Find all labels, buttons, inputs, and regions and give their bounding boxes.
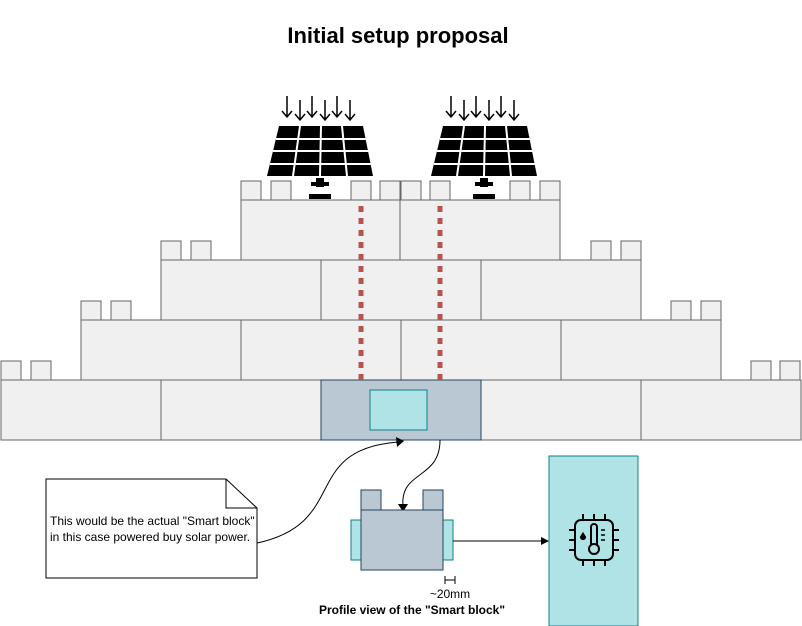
stud xyxy=(620,240,642,261)
stud xyxy=(270,180,292,201)
solar-wires xyxy=(358,206,443,380)
lego-block xyxy=(480,259,642,321)
stud xyxy=(350,180,372,201)
stud xyxy=(700,300,722,321)
note-line-2: in this case powered buy solar power. xyxy=(50,530,250,544)
profile-connector xyxy=(402,439,441,507)
solar-panel-icon xyxy=(267,125,373,199)
stud xyxy=(30,360,52,381)
solar-panel-right xyxy=(431,96,537,199)
lego-block xyxy=(480,379,642,441)
stud xyxy=(80,300,102,321)
solar-panel-icon xyxy=(431,125,537,199)
lego-block xyxy=(80,319,242,381)
temperature-sensor-chip-icon xyxy=(569,514,619,566)
lego-block xyxy=(0,379,162,441)
sunlight-arrows-icon xyxy=(281,96,356,122)
lego-block xyxy=(560,319,722,381)
lego-pyramid xyxy=(0,199,802,441)
profile-stud xyxy=(360,489,382,512)
stud xyxy=(190,240,212,261)
lego-block xyxy=(399,199,561,261)
sunlight-arrows-icon xyxy=(445,96,520,122)
lego-block xyxy=(160,379,322,441)
connector-arrowhead xyxy=(541,537,549,545)
lego-block xyxy=(640,379,802,441)
stud xyxy=(590,240,612,261)
stud xyxy=(240,180,262,201)
profile-caption: Profile view of the "Smart block" xyxy=(319,603,505,617)
smart-block-sensor xyxy=(369,389,428,431)
stud xyxy=(670,300,692,321)
lego-block xyxy=(240,199,401,261)
lego-block xyxy=(320,259,482,321)
profile-side-contact-right xyxy=(442,519,454,561)
connector-arrowhead xyxy=(398,504,408,512)
profile-stud xyxy=(422,489,444,512)
stud xyxy=(750,360,772,381)
lego-block xyxy=(240,319,402,381)
stud xyxy=(779,360,801,381)
note-line-1: This would be the actual "Smart block" xyxy=(50,514,255,528)
stud xyxy=(539,180,561,201)
explanation-note: This would be the actual "Smart block" i… xyxy=(45,478,258,579)
profile-body xyxy=(360,509,444,571)
dimension-marker xyxy=(444,576,456,584)
stud xyxy=(0,360,22,381)
lego-block xyxy=(400,319,562,381)
stud xyxy=(379,180,401,201)
dimension-label: ~20mm xyxy=(430,587,470,601)
solar-panel-left xyxy=(267,96,373,199)
smart-block-profile xyxy=(350,489,454,571)
connector-arrowhead xyxy=(396,437,404,447)
note-connector xyxy=(256,441,399,544)
lego-block xyxy=(160,259,322,321)
profile-side-contact-left xyxy=(350,519,362,561)
stud xyxy=(110,300,132,321)
page-title: Initial setup proposal xyxy=(287,23,508,48)
stud xyxy=(160,240,182,261)
stud xyxy=(400,180,422,201)
sensor-panel xyxy=(548,455,639,626)
stud xyxy=(509,180,531,201)
stud xyxy=(429,180,451,201)
